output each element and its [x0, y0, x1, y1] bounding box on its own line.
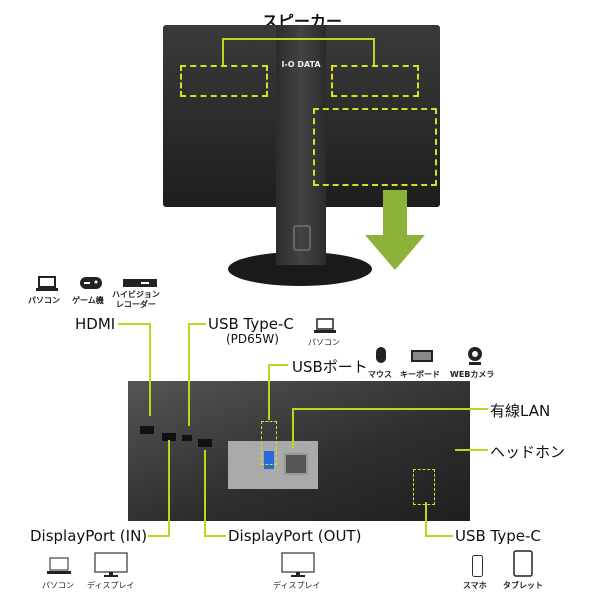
- monitor-icon: [94, 552, 128, 577]
- headphone-label: ヘッドホン: [490, 443, 566, 461]
- logo: I-O DATA: [281, 60, 321, 69]
- device-label: パソコン: [42, 581, 74, 590]
- lan-label: 有線LAN: [490, 402, 551, 420]
- arrow-down-icon: [365, 190, 425, 270]
- mouse-icon: [376, 347, 386, 363]
- usbport-line: [268, 364, 270, 420]
- device-label: ディスプレイ: [273, 581, 321, 590]
- device-label: マウス: [368, 370, 392, 379]
- tablet-icon: [513, 550, 533, 577]
- recorder-icon: [123, 279, 157, 287]
- device-label: WEBカメラ: [450, 370, 495, 379]
- speaker-right-box: [331, 65, 419, 97]
- usbc-line: [188, 323, 206, 325]
- lan-line: [292, 408, 294, 448]
- port-closeup-photo: [128, 381, 470, 521]
- device-label: パソコン: [28, 296, 60, 305]
- speaker-line: [222, 38, 374, 40]
- smartphone-icon: [472, 555, 483, 577]
- hdmi-line: [118, 323, 150, 325]
- usbc-line: [188, 323, 190, 426]
- stand-hole: [293, 225, 311, 251]
- headphone-line: [455, 449, 488, 451]
- laptop-icon: [36, 276, 58, 291]
- dpin-line: [148, 535, 170, 537]
- gamepad-icon: [80, 277, 102, 289]
- dpout-line: [204, 535, 226, 537]
- hdmi-label: HDMI: [75, 315, 116, 333]
- usbc-bottom-label: USB Type-C: [455, 527, 541, 545]
- speaker-line: [222, 38, 224, 66]
- usbport-line: [268, 364, 288, 366]
- webcam-icon: [468, 347, 482, 365]
- port-area-box: [313, 108, 437, 186]
- device-label: ゲーム機: [72, 296, 104, 305]
- lan-line: [292, 408, 488, 410]
- usbc-bottom-line: [425, 502, 427, 536]
- dpout-line: [204, 450, 206, 536]
- usb-port-label: USBポート: [292, 358, 368, 376]
- usbc-top-label: USB Type-C: [208, 315, 294, 333]
- device-label: ハイビジョン レコーダー: [112, 290, 160, 309]
- usbc-bottom-line: [425, 535, 453, 537]
- dp-in-label: DisplayPort (IN): [30, 527, 148, 545]
- hdmi-line: [149, 323, 151, 416]
- keyboard-icon: [411, 350, 433, 362]
- device-label: パソコン: [308, 338, 340, 347]
- usbc-top-sub: (PD65W): [226, 332, 279, 346]
- dpin-line: [168, 440, 170, 536]
- device-label: タブレット: [503, 581, 543, 590]
- speaker-line: [373, 38, 375, 66]
- device-label: ディスプレイ: [87, 581, 135, 590]
- dp-out-label: DisplayPort (OUT): [228, 527, 362, 545]
- laptop-icon: [314, 318, 336, 333]
- device-label: スマホ: [463, 581, 487, 590]
- monitor-icon: [281, 552, 315, 577]
- laptop-icon: [47, 557, 71, 574]
- speaker-left-box: [180, 65, 268, 97]
- device-label: キーボード: [400, 370, 440, 379]
